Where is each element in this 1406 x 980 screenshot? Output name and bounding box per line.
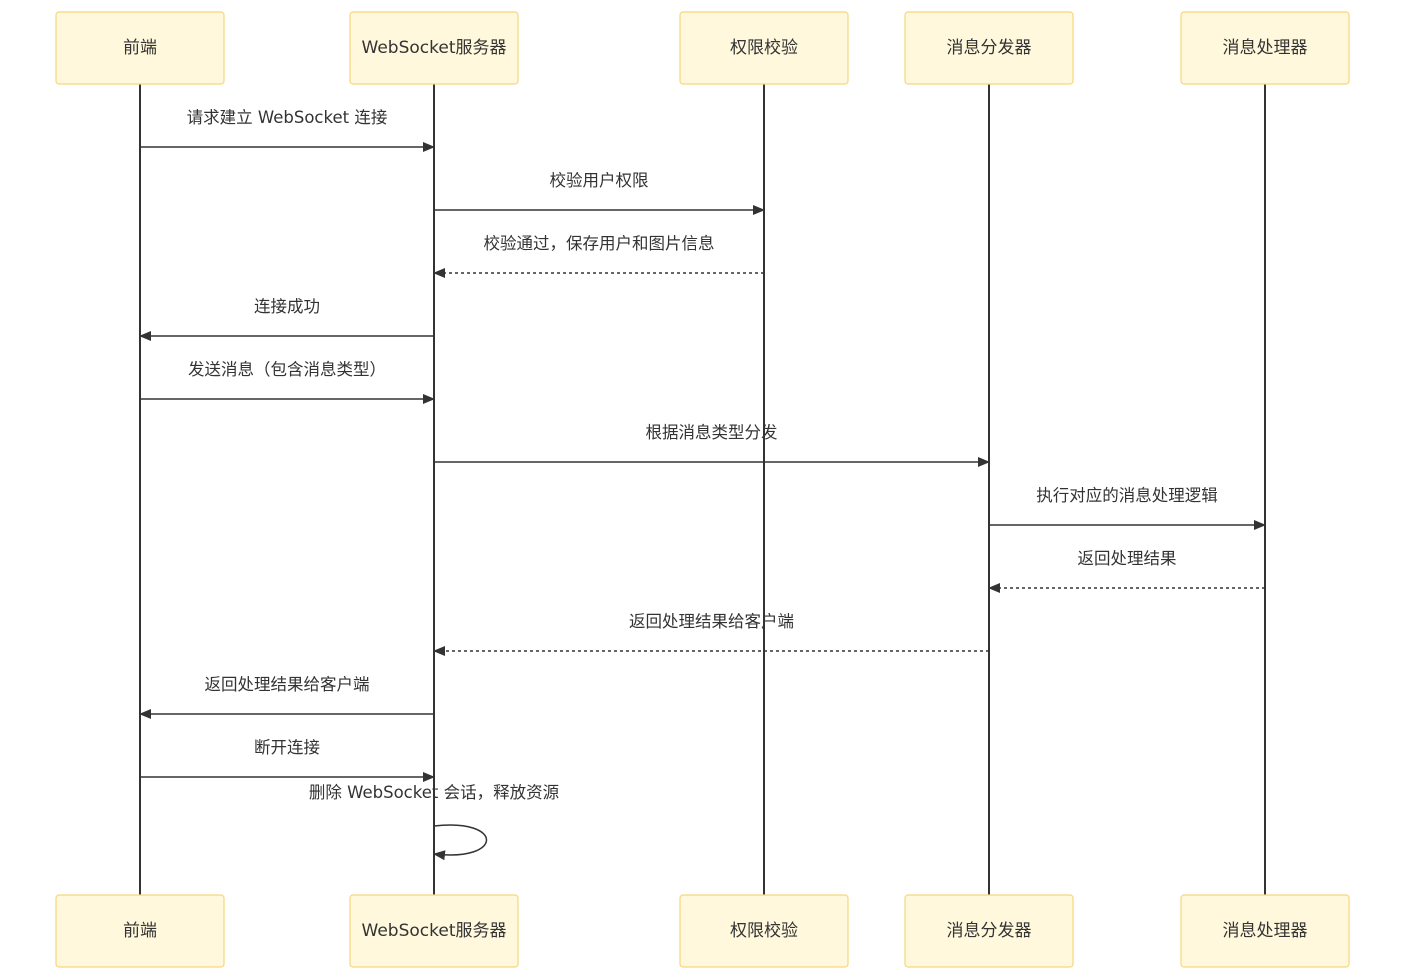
message-4: 连接成功 <box>139 297 434 341</box>
participant-label: 消息处理器 <box>1223 921 1308 941</box>
message-12: 删除 WebSocket 会话，释放资源 <box>309 783 559 861</box>
self-message-loop <box>433 824 488 861</box>
message-11: 断开连接 <box>140 738 435 782</box>
participant-box <box>55 894 225 968</box>
message-7: 执行对应的消息处理逻辑 <box>989 486 1266 530</box>
participant-box <box>1180 894 1350 968</box>
participant-auth-top: 权限校验 <box>679 11 849 85</box>
participant-box <box>349 11 519 85</box>
message-label: 删除 WebSocket 会话，释放资源 <box>309 783 559 802</box>
participant-dispatcher-bottom: 消息分发器 <box>904 894 1074 968</box>
participant-ws-top: WebSocket服务器 <box>349 11 519 85</box>
participants-bottom: 前端 WebSocket服务器 权限校验 消息分发器 消息处理器 <box>55 894 1350 968</box>
message-label: 返回处理结果给客户端 <box>629 612 794 631</box>
participant-auth-bottom: 权限校验 <box>679 894 849 968</box>
message-label: 返回处理结果给客户端 <box>205 675 370 694</box>
message-label: 根据消息类型分发 <box>646 423 778 442</box>
message-label: 请求建立 WebSocket 连接 <box>187 108 388 127</box>
message-label: 校验通过，保存用户和图片信息 <box>484 234 715 253</box>
message-label: 连接成功 <box>254 297 320 316</box>
participant-handler-top: 消息处理器 <box>1180 11 1350 85</box>
message-label: 发送消息（包含消息类型） <box>188 360 386 379</box>
participant-ws-bottom: WebSocket服务器 <box>349 894 519 968</box>
message-label: 执行对应的消息处理逻辑 <box>1036 486 1218 505</box>
participant-frontend-top: 前端 <box>55 11 225 85</box>
lifelines <box>139 84 1266 895</box>
participant-label: 权限校验 <box>730 38 798 58</box>
participant-frontend-bottom: 前端 <box>55 894 225 968</box>
participant-box <box>679 894 849 968</box>
participant-label: WebSocket服务器 <box>362 38 507 58</box>
participant-label: 前端 <box>123 38 157 58</box>
participant-box <box>349 894 519 968</box>
participants-top: 前端 WebSocket服务器 权限校验 消息分发器 消息处理器 <box>55 11 1350 85</box>
participant-label: 消息分发器 <box>947 921 1032 941</box>
participant-label: WebSocket服务器 <box>362 921 507 941</box>
message-6: 根据消息类型分发 <box>434 423 990 467</box>
message-5: 发送消息（包含消息类型） <box>140 360 435 404</box>
message-8: 返回处理结果 <box>988 549 1265 593</box>
message-9: 返回处理结果给客户端 <box>433 612 989 656</box>
message-3: 校验通过，保存用户和图片信息 <box>433 234 764 278</box>
participant-box <box>55 11 225 85</box>
message-label: 断开连接 <box>254 738 320 757</box>
participant-label: 权限校验 <box>730 921 798 941</box>
participant-dispatcher-top: 消息分发器 <box>904 11 1074 85</box>
participant-box <box>904 11 1074 85</box>
message-10: 返回处理结果给客户端 <box>139 675 434 719</box>
messages: 请求建立 WebSocket 连接校验用户权限校验通过，保存用户和图片信息连接成… <box>139 108 1266 861</box>
message-label: 返回处理结果 <box>1078 549 1177 568</box>
message-1: 请求建立 WebSocket 连接 <box>140 108 435 152</box>
message-label: 校验用户权限 <box>550 171 649 190</box>
participant-handler-bottom: 消息处理器 <box>1180 894 1350 968</box>
participant-label: 前端 <box>123 921 157 941</box>
message-2: 校验用户权限 <box>434 171 765 215</box>
participant-box <box>1180 11 1350 85</box>
participant-box <box>679 11 849 85</box>
participant-box <box>904 894 1074 968</box>
participant-label: 消息处理器 <box>1223 38 1308 58</box>
participant-label: 消息分发器 <box>947 38 1032 58</box>
